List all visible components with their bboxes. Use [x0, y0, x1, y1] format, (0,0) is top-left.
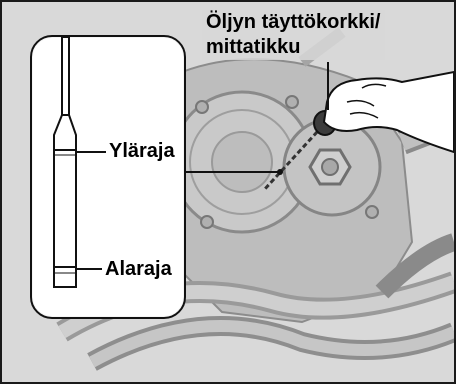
upper-limit-label: Yläraja: [107, 139, 177, 163]
title-line-1: Öljyn täyttökorkki/: [206, 10, 381, 35]
lower-limit-label: Alaraja: [103, 257, 174, 281]
oil-filler-cap-dipstick-label: Öljyn täyttökorkki/ mittatikku: [202, 10, 385, 60]
title-line-2: mittatikku: [206, 35, 381, 60]
